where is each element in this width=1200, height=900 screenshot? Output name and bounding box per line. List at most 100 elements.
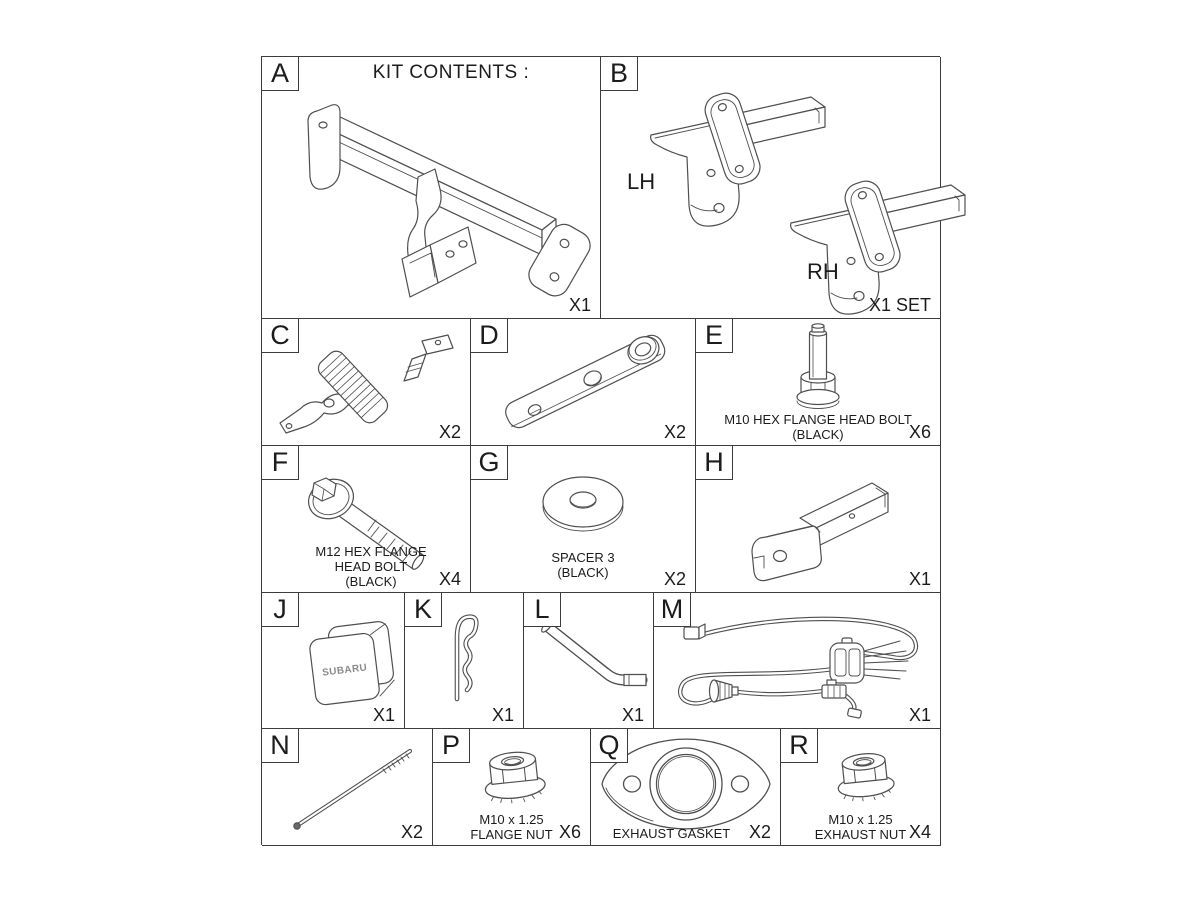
cell-j-letter: J bbox=[273, 594, 287, 624]
m12-flange-bolt-illustration bbox=[284, 458, 454, 576]
hitch-drawbar-illustration bbox=[724, 462, 914, 580]
kit-cell-l: L X1 bbox=[524, 593, 654, 729]
m10-flange-bolt-illustration bbox=[768, 321, 868, 417]
cell-c-label: C bbox=[262, 319, 299, 353]
cell-f-part-name: M12 HEX FLANGE HEAD BOLT (BLACK) bbox=[272, 544, 470, 589]
cell-h-quantity: X1 bbox=[908, 569, 931, 589]
kit-cell-m: M bbox=[654, 593, 941, 729]
kit-cell-j: J SUBARU X1 bbox=[262, 593, 405, 729]
kit-cell-b: B LH RH X1 SET bbox=[601, 57, 966, 319]
exhaust-hanger-bracket-illustration bbox=[274, 333, 460, 437]
cell-r-quantity: X4 bbox=[908, 822, 931, 842]
cell-p-part-name: M10 x 1.25 FLANGE NUT bbox=[433, 812, 590, 842]
hairpin-clip-illustration bbox=[439, 607, 491, 711]
cell-a-label: A bbox=[262, 57, 299, 91]
part-name-line: (BLACK) bbox=[792, 427, 844, 442]
kit-cell-n: N X2 bbox=[262, 729, 433, 846]
cell-n-label: N bbox=[262, 729, 299, 763]
kit-cell-r: R M10 x 1.25 EXHAUST NUT X4 bbox=[781, 729, 941, 846]
kit-cell-f: F M12 HEX FLANGE HEAD BOLT (BLACK) X4 bbox=[262, 446, 471, 593]
cell-b-label: B bbox=[601, 57, 638, 91]
cell-n-letter: N bbox=[270, 730, 290, 760]
cell-e-part-name: M10 HEX FLANGE HEAD BOLT (BLACK) bbox=[696, 412, 940, 442]
cell-m-label: M bbox=[654, 593, 691, 627]
cell-f-quantity: X4 bbox=[438, 569, 461, 589]
cell-c-quantity: X2 bbox=[438, 422, 461, 442]
cell-e-quantity: X6 bbox=[908, 422, 931, 442]
cell-f-letter: F bbox=[271, 447, 289, 477]
cell-k-letter: K bbox=[413, 594, 432, 624]
cap-logo-text: SUBARU bbox=[322, 662, 368, 678]
cell-q-label: Q bbox=[591, 729, 628, 763]
cell-p-label: P bbox=[433, 729, 470, 763]
part-name-line: M10 x 1.25 bbox=[828, 812, 893, 827]
rh-bracket-label: RH bbox=[807, 259, 839, 284]
cell-q-letter: Q bbox=[598, 730, 620, 760]
link-plate-illustration bbox=[485, 331, 685, 431]
cell-q-part-name: EXHAUST GASKET bbox=[591, 826, 752, 841]
cell-g-part-name: SPACER 3 (BLACK) bbox=[471, 550, 695, 580]
kit-cell-k: K X1 bbox=[405, 593, 524, 729]
cell-b-letter: B bbox=[609, 58, 628, 88]
cell-g-label: G bbox=[471, 446, 508, 480]
kit-cell-e: E M10 HEX FLANGE HEAD BOLT (BLACK) X6 bbox=[696, 319, 941, 446]
threaded-rod-illustration bbox=[272, 737, 427, 837]
part-name-line: M10 HEX FLANGE HEAD BOLT bbox=[724, 412, 912, 427]
cell-d-quantity: X2 bbox=[663, 422, 686, 442]
kit-cell-c: C X2 bbox=[262, 319, 471, 446]
part-name-line: FLANGE NUT bbox=[470, 827, 553, 842]
cell-l-letter: L bbox=[534, 594, 550, 624]
cell-e-label: E bbox=[696, 319, 733, 353]
cell-l-quantity: X1 bbox=[621, 705, 644, 725]
kit-cell-h: H X1 bbox=[696, 446, 941, 593]
kit-cell-a: A KIT CONTENTS : bbox=[262, 57, 601, 319]
cell-m-letter: M bbox=[660, 594, 684, 624]
cell-c-letter: C bbox=[270, 320, 290, 350]
hitch-pin-illustration bbox=[528, 611, 652, 703]
cell-f-label: F bbox=[262, 446, 299, 480]
wiring-harness-illustration bbox=[658, 597, 938, 725]
cell-r-label: R bbox=[781, 729, 818, 763]
part-name-line: EXHAUST NUT bbox=[814, 827, 907, 842]
kit-grid: A KIT CONTENTS : bbox=[261, 56, 966, 846]
cell-k-label: K bbox=[405, 593, 442, 627]
cell-j-label: J bbox=[262, 593, 299, 627]
cell-p-quantity: X6 bbox=[558, 822, 581, 842]
part-name-line: (BLACK) bbox=[557, 565, 609, 580]
side-bracket-lh-rh-illustration bbox=[609, 71, 966, 315]
cell-j-quantity: X1 bbox=[372, 705, 395, 725]
kit-cell-g: G SPACER 3 (BLACK) X2 bbox=[471, 446, 696, 593]
kit-cell-p: P M10 x 1.25 FLANGE NUT X6 bbox=[433, 729, 591, 846]
exhaust-nut-illustration bbox=[823, 737, 907, 809]
cell-n-quantity: X2 bbox=[400, 822, 423, 842]
page-title: KIT CONTENTS : bbox=[372, 62, 530, 83]
receiver-cover-illustration: SUBARU bbox=[298, 609, 408, 709]
cell-g-quantity: X2 bbox=[663, 569, 686, 589]
cell-a-quantity: X1 bbox=[568, 295, 591, 315]
lh-bracket-label: LH bbox=[627, 169, 656, 194]
part-name-line: M12 HEX FLANGE bbox=[315, 544, 427, 559]
spacer-illustration bbox=[511, 460, 656, 550]
cell-q-quantity: X2 bbox=[748, 822, 771, 842]
cell-e-letter: E bbox=[704, 320, 723, 350]
cell-g-letter: G bbox=[478, 447, 500, 477]
cell-a-letter: A bbox=[270, 58, 289, 88]
hitch-crossmember-illustration bbox=[272, 91, 587, 313]
cell-b-quantity: X1 SET bbox=[868, 295, 931, 315]
exhaust-gasket-illustration bbox=[597, 732, 775, 838]
cell-r-part-name: M10 x 1.25 EXHAUST NUT bbox=[781, 812, 940, 842]
cell-m-quantity: X1 bbox=[908, 705, 931, 725]
part-name-line: HEAD BOLT bbox=[334, 559, 408, 574]
kit-cell-d: D X2 bbox=[471, 319, 696, 446]
part-name-line: SPACER 3 bbox=[551, 550, 615, 565]
cell-r-letter: R bbox=[789, 730, 809, 760]
part-name-line: (BLACK) bbox=[345, 574, 397, 589]
cell-h-label: H bbox=[696, 446, 733, 480]
flange-nut-illustration bbox=[469, 735, 559, 811]
kit-cell-q: Q EXHAUST GASKET X2 bbox=[591, 729, 781, 846]
cell-l-label: L bbox=[524, 593, 561, 627]
cell-d-letter: D bbox=[479, 320, 499, 350]
cell-h-letter: H bbox=[704, 447, 724, 477]
part-name-line: EXHAUST GASKET bbox=[612, 826, 731, 841]
